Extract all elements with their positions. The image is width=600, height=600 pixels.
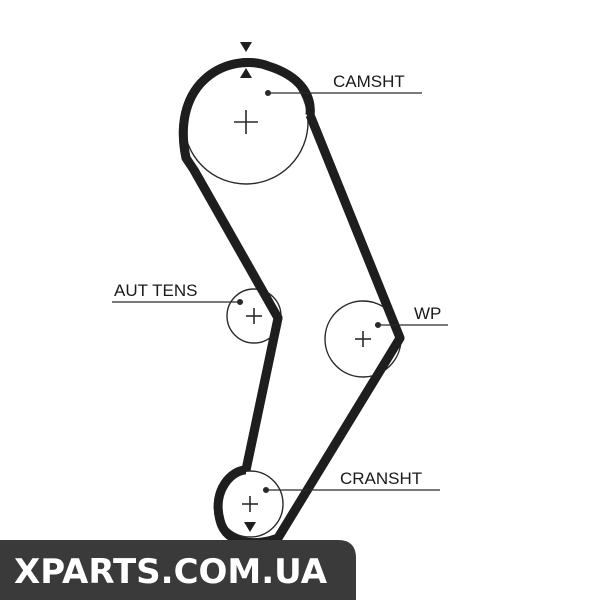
- watermark-banner: XPARTS.COM.UA: [0, 540, 356, 600]
- crankshaft-timing-mark-icon: [244, 522, 256, 532]
- camshaft-pulley-mark-icon: [240, 68, 252, 78]
- watermark-text: XPARTS.COM.UA: [14, 552, 328, 592]
- tensioner-label: AUT TENS: [114, 281, 197, 300]
- camshaft-label: CAMSHT: [333, 72, 405, 91]
- camshaft-pulley: [179, 58, 315, 185]
- water-pump-label: WP: [414, 304, 441, 323]
- crankshaft-label: CRANSHT: [340, 469, 422, 488]
- watermark-background: [0, 540, 356, 600]
- leader-lines: [112, 89, 448, 494]
- camshaft-timing-mark-icon: [240, 42, 252, 52]
- water-pump-pulley: [324, 300, 402, 378]
